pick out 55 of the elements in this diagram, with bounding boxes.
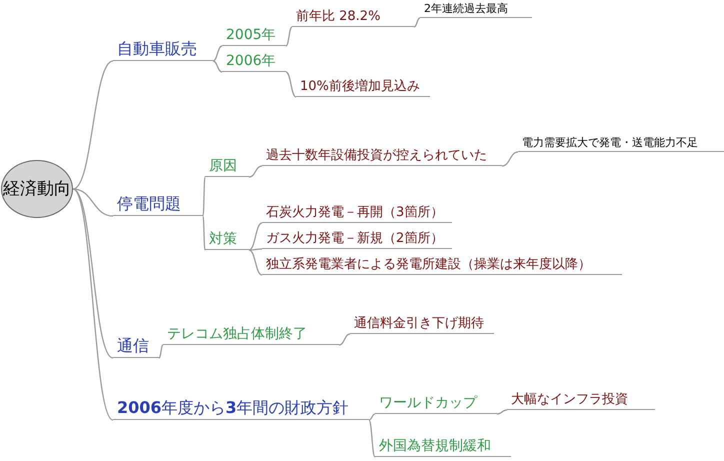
branch-line [368,413,376,421]
branch-line [212,45,222,62]
topic-text: 原因 [209,158,237,174]
branch-line [72,188,114,358]
topic-text: ワールドカップ [379,396,477,411]
branch-line [338,333,350,346]
underlined-topic [296,77,430,97]
branch-line [502,151,518,167]
branch-line [72,188,114,420]
topic-text: 通信 [117,337,149,355]
branch-line [249,248,262,251]
underlined-topic [262,255,622,275]
branch-line [72,188,114,217]
branch-line [212,60,222,73]
topic-text: 対策 [209,232,237,247]
branch-line [368,420,376,458]
topic-text: 10%前後増加見込み [300,80,420,94]
topic-text: 大幅なインフラ投資 [511,392,628,407]
branch-line [248,249,262,276]
topic-text: 外国為替規制緩和 [379,438,491,454]
branch-line [202,176,206,216]
topic-text: 電力需要拡大で発電・送電能力不足 [522,136,698,149]
underlined-topic [262,146,502,166]
topic-text: 自動車販売 [117,40,197,58]
topic-text: 独立系発電業者による発電所建設（操業は来年度以降） [266,258,591,272]
topic-text: 停電問題 [117,195,181,213]
topic-text: 石炭火力発電－再開（3箇所） [266,206,444,220]
topic-text: 過去十数年設備投資が控えられていた [266,148,487,163]
branch-line [248,165,262,178]
underlined-topic [292,7,414,27]
branch-line [248,222,262,251]
underlined-topic [205,228,249,250]
topic-text: テレコム独占体制終了 [167,326,307,342]
underlined-topic [518,135,724,152]
branch-line [202,216,206,250]
underlined-topic [420,1,532,18]
topic-text: 2年連続過去最高 [424,2,508,15]
topic-text: 前年比 28.2% [296,10,380,24]
underlined-topic [262,229,452,249]
underlined-topic [262,203,452,223]
underlined-topic [375,392,497,414]
topic-text: 2006年 [226,54,276,69]
branch-line [286,26,292,46]
topic-text: ガス火力発電－新規（2箇所） [266,232,444,246]
topic-text: 通信料金引き下げ期待 [354,316,484,331]
branch-line [158,344,164,358]
underlined-topic [507,390,655,410]
topic-text: 経済動向 [3,180,71,198]
topic-text: 2005年 [226,28,276,43]
branch-line [286,71,296,98]
branch-line [414,17,420,28]
underlined-topic [350,314,494,334]
branch-line [496,409,508,415]
topic-text: 2006年度から3年間の財政方針 [117,399,349,417]
branch-line [72,60,114,190]
